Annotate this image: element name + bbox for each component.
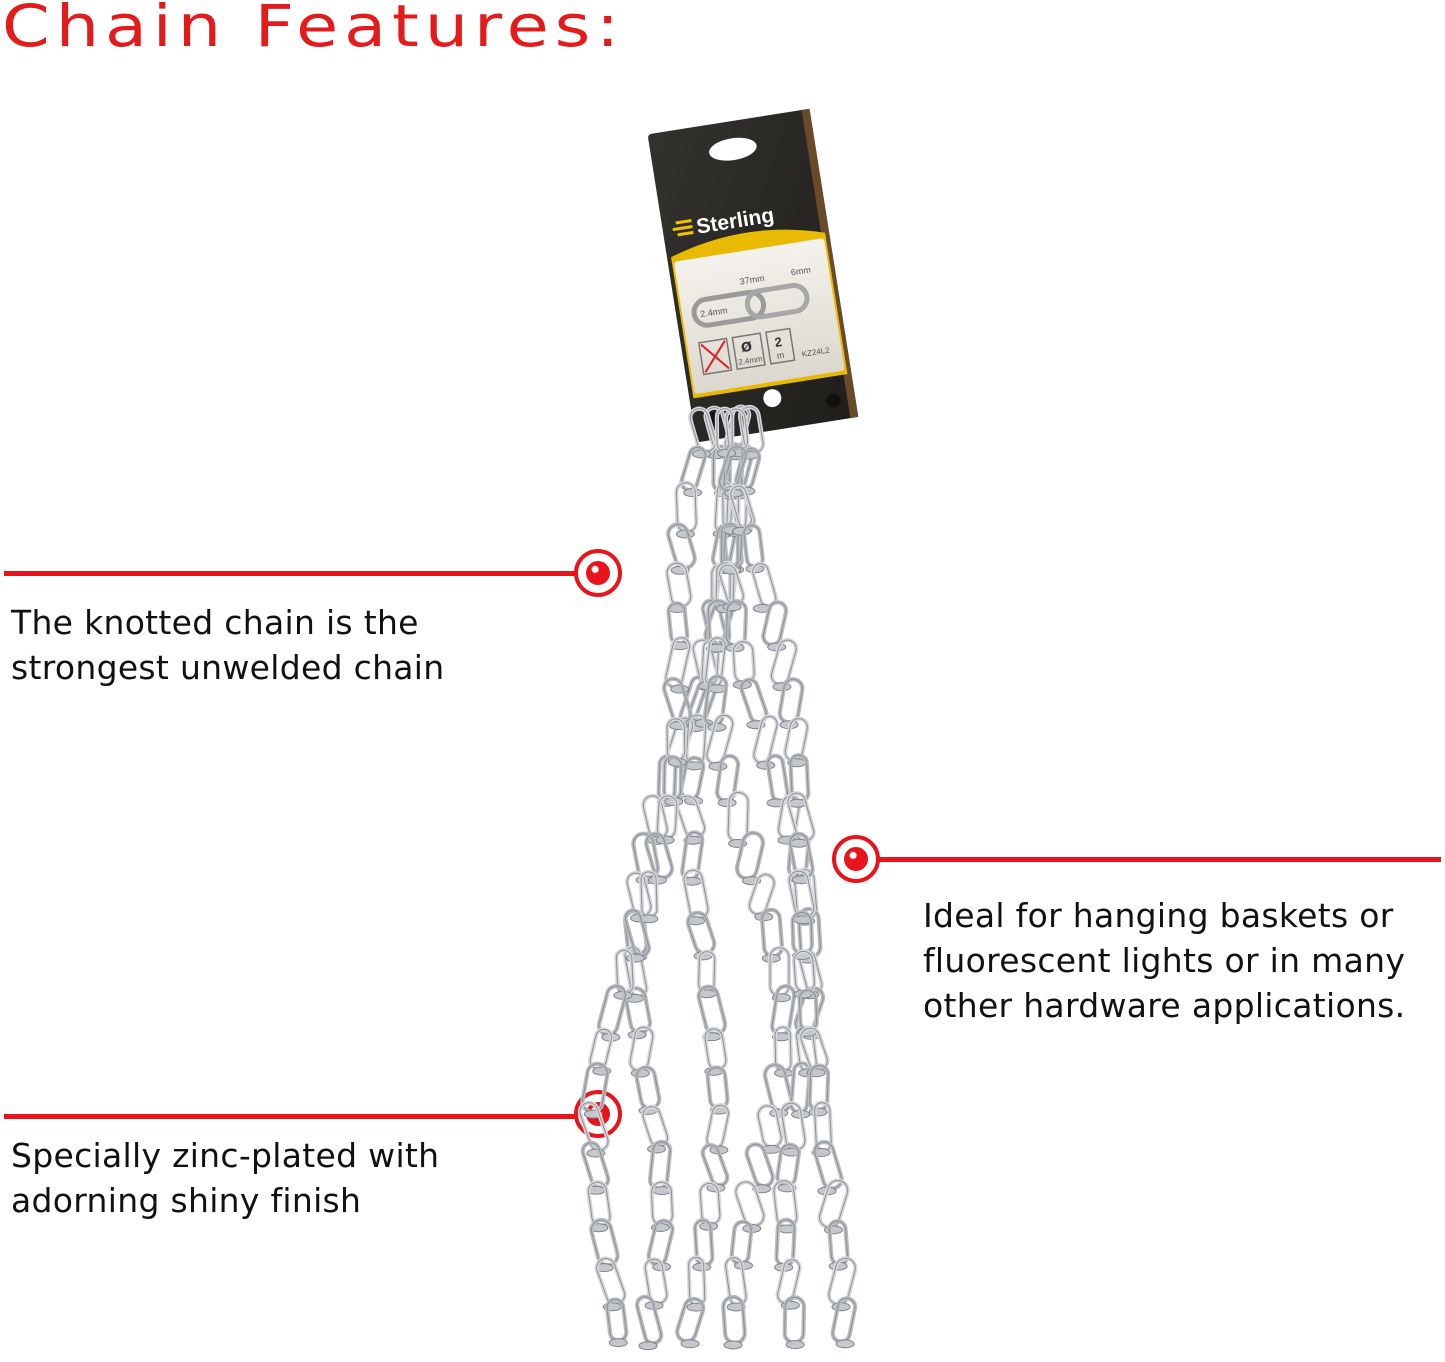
feature-text-line: Ideal for hanging baskets or	[923, 896, 1394, 935]
svg-text:m: m	[776, 350, 785, 361]
feature-text-line: Specially zinc-plated with	[11, 1136, 440, 1175]
packaging-card: Sterling 37mm 6mm 2.4mm Ø 2.4mm 2 m KZ24…	[648, 108, 859, 442]
feature-text-line: The knotted chain is the	[11, 603, 419, 642]
chain-knot	[625, 953, 645, 963]
feature-text-line: strongest unwelded chain	[11, 648, 445, 687]
chain-knot	[835, 1339, 855, 1349]
chain-knot	[723, 1340, 743, 1350]
chain-link-outline	[748, 874, 775, 915]
chain-link-outline	[667, 523, 696, 569]
feature-text-line: fluorescent lights or in many	[923, 941, 1406, 980]
feature-text-applications: Ideal for hanging baskets or fluorescent…	[923, 893, 1405, 1028]
svg-text:6mm: 6mm	[790, 265, 811, 278]
callout-marker-applications	[832, 835, 880, 883]
feature-text-zinc: Specially zinc-plated with adorning shin…	[11, 1133, 439, 1223]
callout-line-zinc	[4, 1114, 580, 1119]
chain-link-outline	[645, 833, 673, 879]
svg-text:2.4mm: 2.4mm	[738, 354, 764, 367]
feature-text-line: adorning shiny finish	[11, 1181, 362, 1220]
chain-link-outline	[624, 910, 650, 956]
callout-line-applications	[875, 857, 1441, 862]
chain-knot	[708, 761, 728, 771]
chain-knot	[638, 1341, 658, 1351]
chain-links	[577, 404, 858, 1351]
chain-product-image: Sterling 37mm 6mm 2.4mm Ø 2.4mm 2 m KZ24…	[577, 108, 859, 1351]
feature-text-line: other hardware applications.	[923, 986, 1406, 1025]
chain-knot	[824, 1225, 843, 1235]
chain-knot	[680, 1339, 700, 1349]
svg-text:2: 2	[773, 334, 782, 350]
callout-marker-knotted	[574, 549, 622, 597]
svg-text:KZ24L2: KZ24L2	[801, 346, 831, 359]
chain-link-outline	[689, 408, 717, 452]
chain-knot	[608, 1338, 628, 1348]
callout-line-knotted	[4, 571, 580, 576]
svg-text:Ø: Ø	[740, 340, 753, 357]
page-title: Chain Features:	[2, 0, 626, 60]
chain-link-outline	[814, 1141, 843, 1189]
chain-link-outline	[719, 446, 747, 492]
svg-text:2.4mm: 2.4mm	[700, 305, 729, 319]
feature-text-knotted: The knotted chain is the strongest unwel…	[11, 600, 445, 690]
chain-link	[741, 523, 765, 569]
svg-text:37mm: 37mm	[739, 273, 765, 287]
chain-knot	[808, 1107, 828, 1117]
chain-knot	[831, 1302, 851, 1312]
chain-knot	[785, 1340, 805, 1350]
